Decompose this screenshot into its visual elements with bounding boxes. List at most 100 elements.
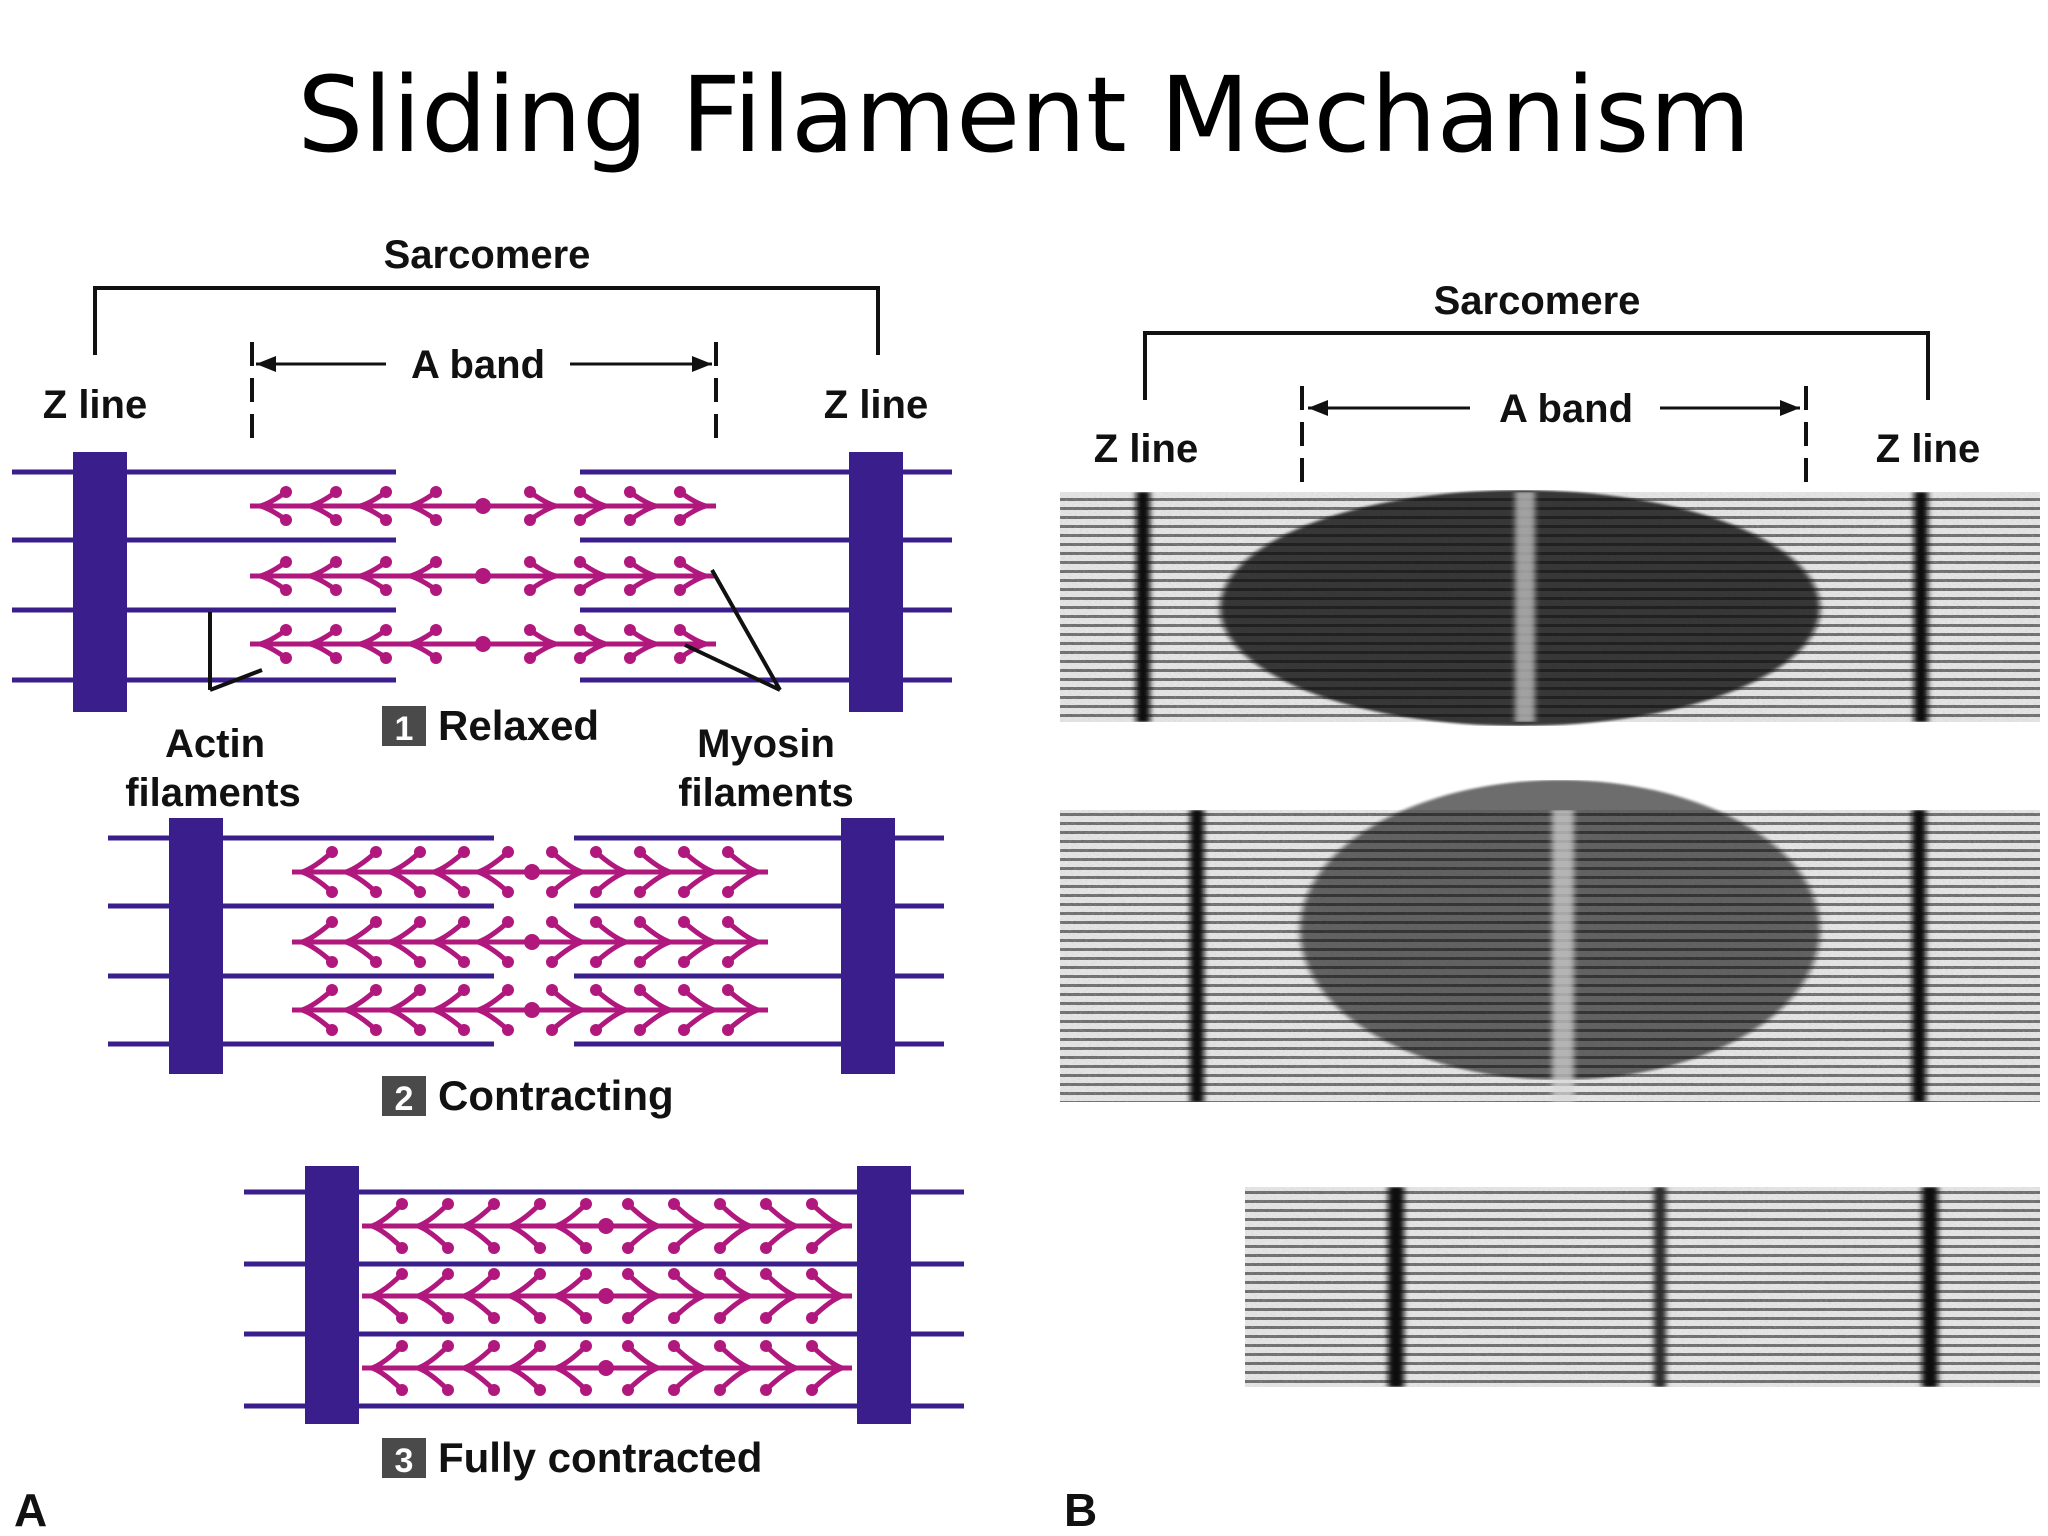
state-3-label: Fully contracted [438,1434,762,1481]
myosin-head-tip [380,486,392,498]
a-band-label-a: A band [411,343,545,387]
m-line-node [475,568,491,584]
myosin-label-line2: filaments [678,771,854,815]
myosin-head-tip [806,1242,818,1254]
arrowhead-right-icon [1780,400,1800,416]
myosin-head-tip [624,556,636,568]
page-title: Sliding Filament Mechanism [297,54,1751,176]
myosin-head-tip [580,1198,592,1210]
myosin-head-tip [326,916,338,928]
myosin-head-tip [396,1268,408,1280]
myosin-head-tip [624,486,636,498]
myosin-head-tip [714,1384,726,1396]
myosin-head-tip [534,1340,546,1352]
myosin-head-tip [430,624,442,636]
myosin-head-tip [502,886,514,898]
myosin-head-tip [624,514,636,526]
myosin-head-tip [674,556,686,568]
z-line [857,1166,911,1424]
myosin-head-tip [414,886,426,898]
panel-a: Sarcomere A band Z line Z line Actin fil… [12,233,964,1536]
sarcomere-contracting [108,818,944,1074]
panel-a-letter: A [14,1484,47,1536]
myosin-head-tip [414,846,426,858]
m-line-node [475,498,491,514]
myosin-head-tip [280,584,292,596]
myosin-head-tip [668,1268,680,1280]
myosin-head-tip [624,624,636,636]
myosin-head-tip [280,556,292,568]
myosin-head-tip [674,486,686,498]
z-line [841,818,895,1074]
myosin-label-line1: Myosin [697,722,835,766]
myosin-head-tip [760,1340,772,1352]
myosin-head-tip [396,1340,408,1352]
myosin-head-tip [546,886,558,898]
myosin-head-tip [524,486,536,498]
myosin-head-tip [380,652,392,664]
myosin-head-tip [574,652,586,664]
myosin-head-tip [722,886,734,898]
myosin-pointer [684,569,782,692]
sarcomere-label-a: Sarcomere [384,233,591,277]
myosin-head-tip [722,956,734,968]
myosin-head-tip [380,584,392,596]
myosin-head-tip [488,1340,500,1352]
myosin-head-tip [634,916,646,928]
myosin-head-tip [330,624,342,636]
myosin-head-tip [458,1024,470,1036]
myosin-head-tip [574,486,586,498]
myosin-head-tip [430,514,442,526]
myosin-head-tip [370,984,382,996]
myosin-head-tip [590,846,602,858]
myosin-head-tip [760,1242,772,1254]
myosin-head-tip [622,1198,634,1210]
myosin-head-tip [580,1340,592,1352]
myosin-head-tip [722,846,734,858]
actin-label-line1: Actin [165,722,265,766]
myosin-head-tip [624,584,636,596]
myosin-head-tip [546,916,558,928]
myosin-head-tip [678,846,690,858]
z-line [169,818,223,1074]
myosin-head-tip [524,624,536,636]
myosin-head-tip [414,1024,426,1036]
z-line-left-label-a: Z line [43,383,147,427]
myosin-head-tip [442,1312,454,1324]
m-line-node [598,1218,614,1234]
myosin-head-tip [668,1312,680,1324]
myosin-head-tip [624,652,636,664]
myosin-head-tip [442,1198,454,1210]
myosin-head-tip [806,1268,818,1280]
myosin-head-tip [458,886,470,898]
myosin-head-tip [580,1268,592,1280]
myosin-head-tip [280,514,292,526]
micrograph-contracting [1060,780,2040,1102]
z-line [73,452,127,712]
myosin-head-tip [488,1384,500,1396]
myosin-head-tip [326,886,338,898]
myosin-head-tip [760,1268,772,1280]
myosin-head-tip [580,1242,592,1254]
myosin-head-tip [674,652,686,664]
myosin-head-tip [668,1384,680,1396]
myosin-head-tip [330,652,342,664]
myosin-head-tip [488,1242,500,1254]
myosin-head-tip [326,984,338,996]
myosin-head-tip [370,886,382,898]
myosin-head-tip [488,1312,500,1324]
myosin-head-tip [442,1340,454,1352]
m-line-node [598,1360,614,1376]
sarcomere-fully-contracted [244,1166,964,1424]
m-line-node [475,636,491,652]
myosin-head-tip [714,1268,726,1280]
myosin-head-tip [580,1312,592,1324]
myosin-head-tip [534,1384,546,1396]
myosin-head-tip [634,886,646,898]
myosin-head-tip [806,1312,818,1324]
m-line-node [524,1002,540,1018]
myosin-head-tip [442,1242,454,1254]
myosin-head-tip [622,1312,634,1324]
myosin-head-tip [674,514,686,526]
